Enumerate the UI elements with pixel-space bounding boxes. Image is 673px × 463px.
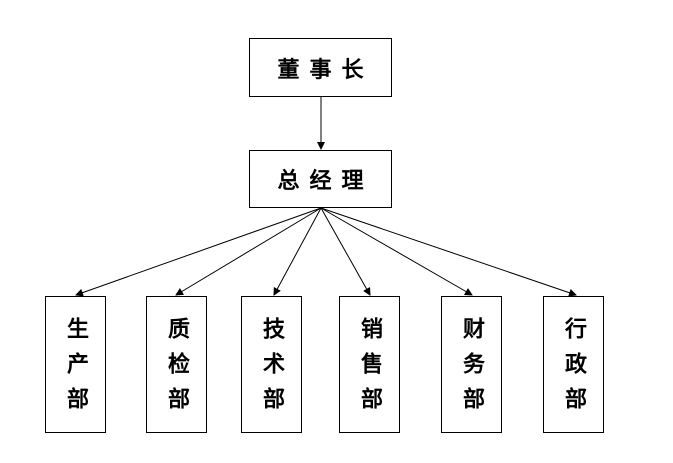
arrow-gm-to-production xyxy=(75,207,322,297)
dept-label-finance: 财务部 xyxy=(459,317,484,422)
dept-box-technology: 技术部 xyxy=(241,296,302,433)
chairman-label: 董事长 xyxy=(277,57,374,83)
arrow-gm-to-admin xyxy=(320,207,577,297)
dept-box-sales: 销售部 xyxy=(339,296,400,433)
general-manager-label: 总经理 xyxy=(277,169,374,194)
general-manager-box: 总经理 xyxy=(249,150,392,208)
dept-box-production: 生产部 xyxy=(45,296,106,433)
dept-box-finance: 财务部 xyxy=(441,296,502,433)
arrow-gm-to-qc xyxy=(175,207,322,296)
dept-label-administration: 行政部 xyxy=(561,317,586,422)
dept-box-administration: 行政部 xyxy=(543,296,604,433)
arrow-gm-to-finance xyxy=(320,207,473,296)
dept-label-sales: 销售部 xyxy=(357,317,382,422)
arrow-gm-to-tech xyxy=(273,207,322,296)
dept-label-technology: 技术部 xyxy=(259,317,284,422)
dept-label-quality-control: 质检部 xyxy=(164,317,189,422)
dept-label-production: 生产部 xyxy=(63,317,88,422)
chairman-box: 董事长 xyxy=(249,38,392,97)
dept-box-quality-control: 质检部 xyxy=(146,296,207,433)
arrow-gm-to-sales xyxy=(320,207,371,296)
